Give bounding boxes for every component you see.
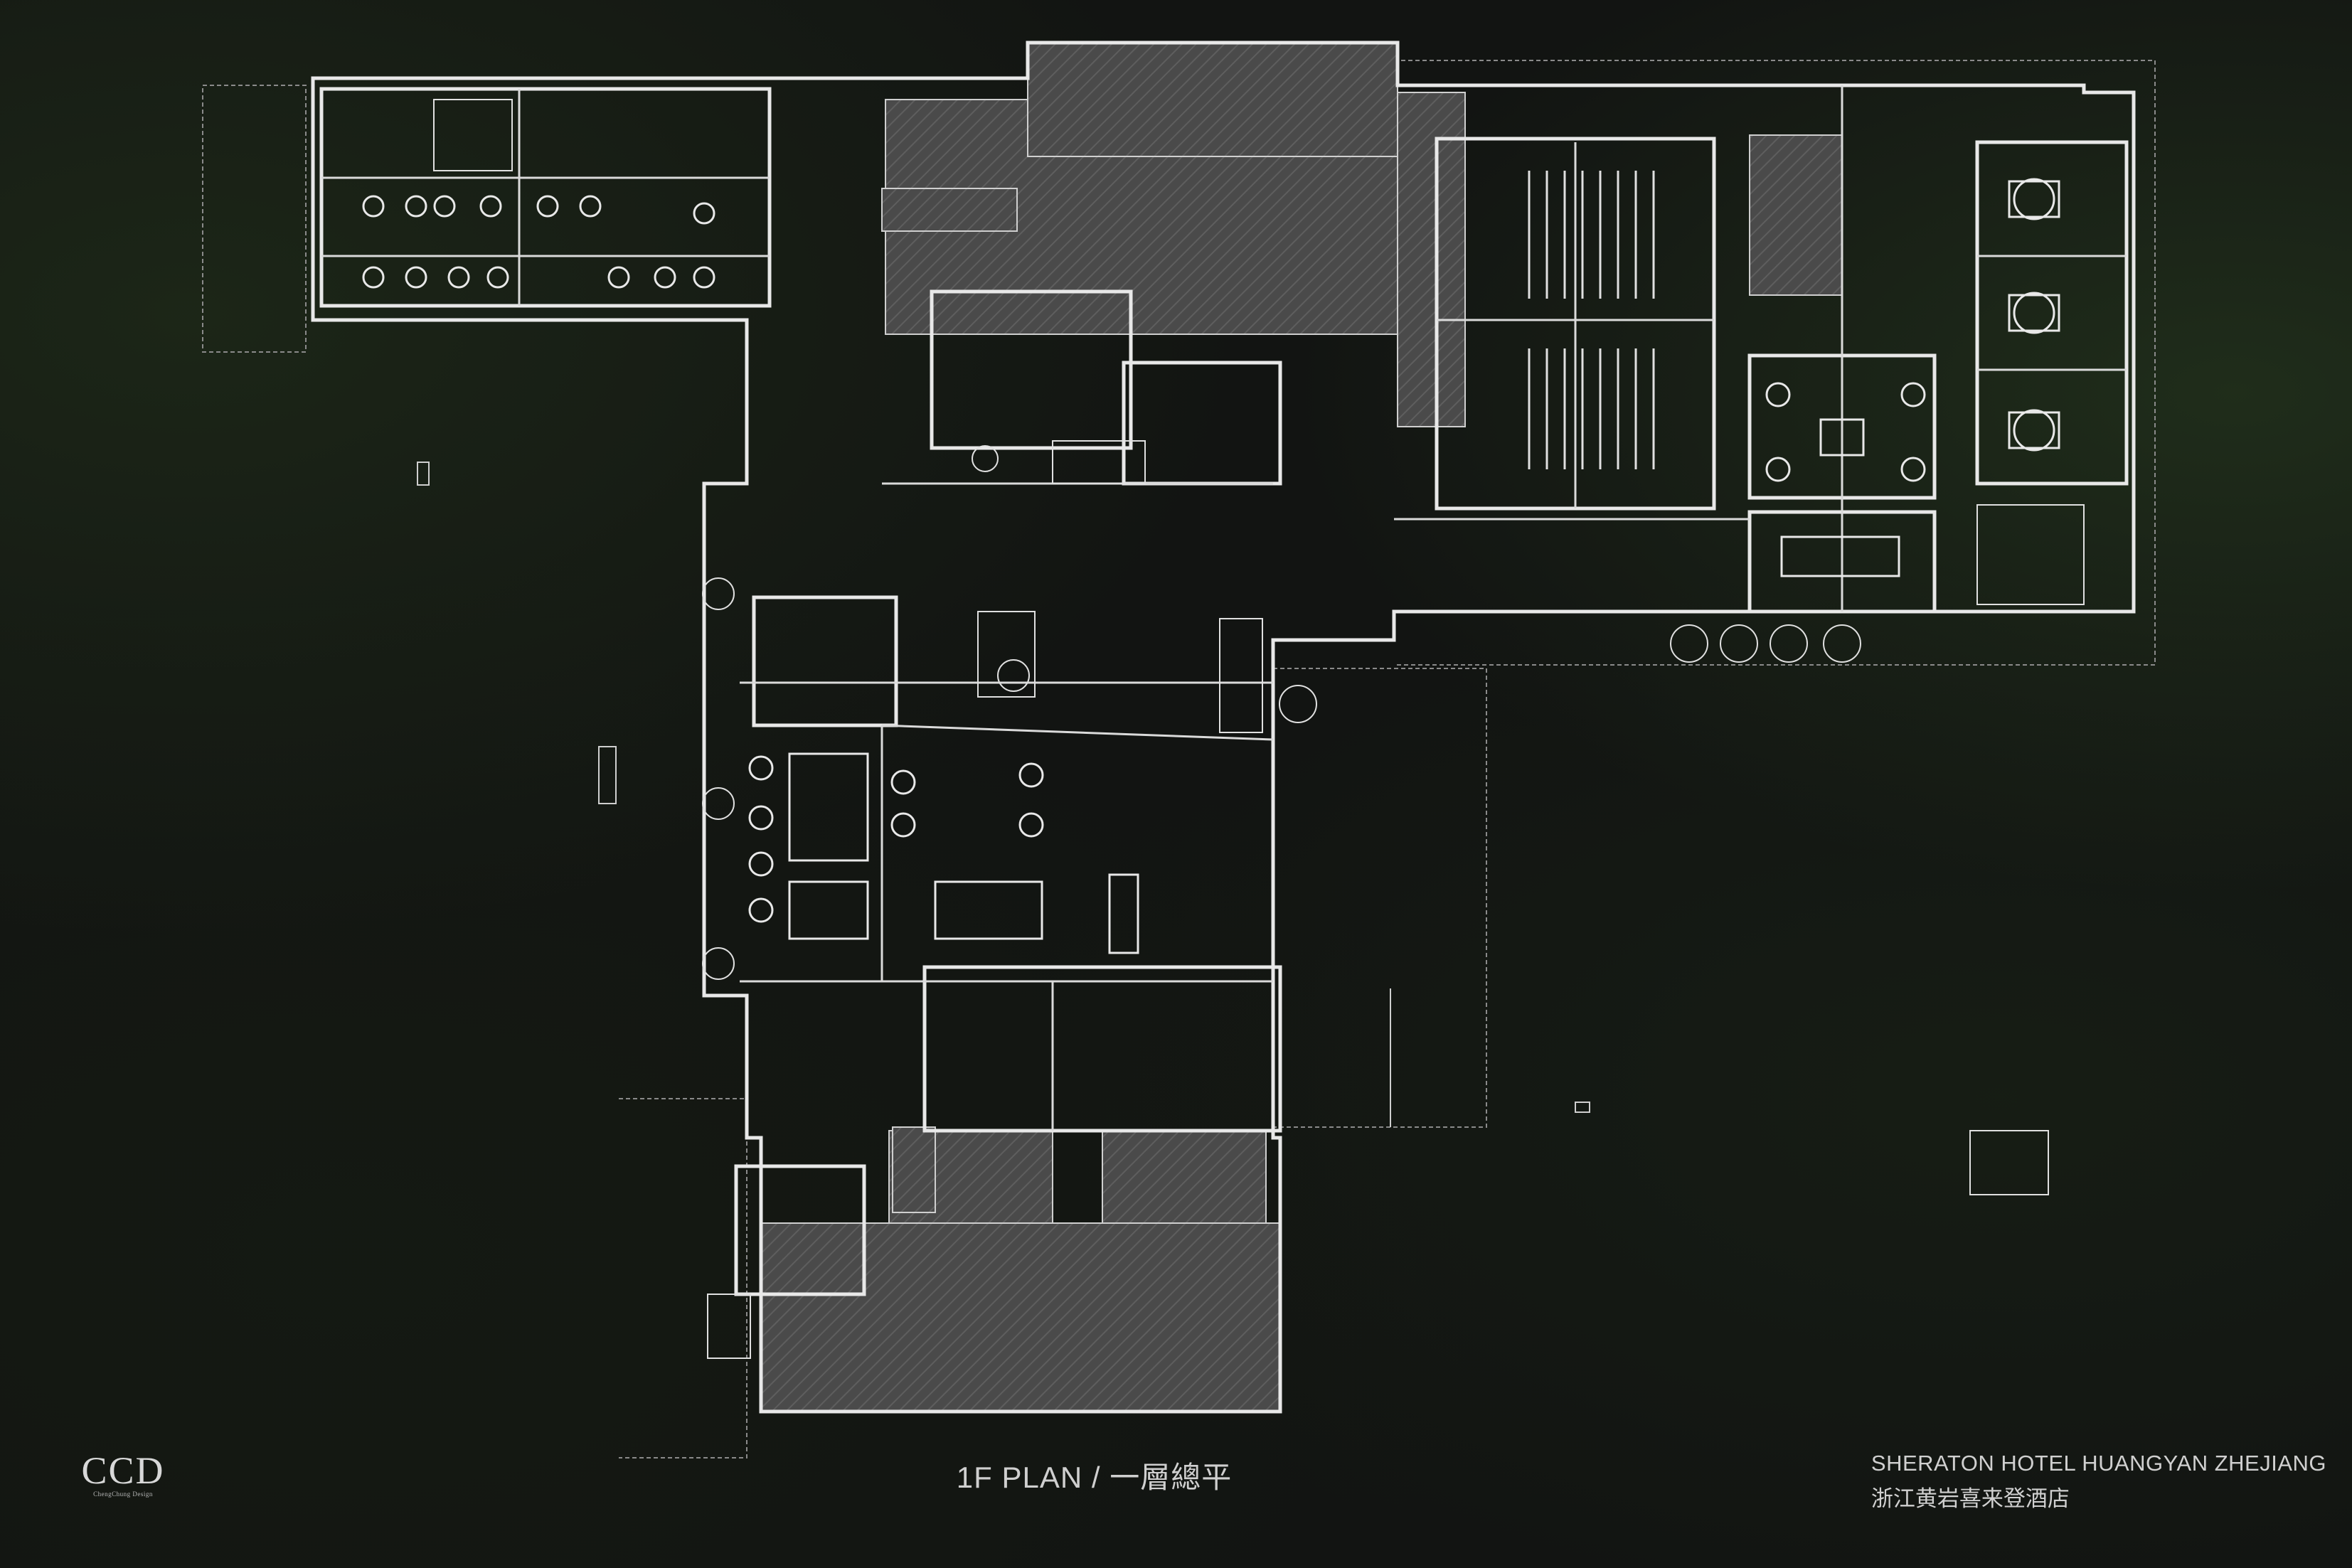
plan-title: 1F PLAN / 一層總平 bbox=[956, 1461, 1233, 1494]
logo-subtitle: ChengChung Design bbox=[93, 1490, 153, 1498]
site-markers bbox=[417, 462, 1590, 1127]
ccd-logo: CCD ChengChung Design bbox=[77, 1451, 169, 1498]
service-core-hatched bbox=[760, 42, 1843, 1412]
private-dining-tables bbox=[1780, 178, 2060, 577]
project-name-zh: 浙江黄岩喜来登酒店 bbox=[1871, 1486, 2070, 1511]
project-title-block: SHERATON HOTEL HUANGYAN ZHEJIANG 浙江黄岩喜来登… bbox=[1871, 1451, 2326, 1513]
logo-mark: CCD bbox=[81, 1449, 165, 1492]
auditorium-seating bbox=[1528, 171, 1655, 469]
landscape-trees bbox=[702, 445, 1861, 980]
stair-cores bbox=[433, 99, 2085, 1359]
project-name-en: SHERATON HOTEL HUANGYAN ZHEJIANG bbox=[1871, 1451, 2326, 1476]
site-boundary bbox=[202, 60, 2156, 1458]
interior-walls bbox=[321, 85, 2127, 1131]
restaurant-tables bbox=[362, 195, 1926, 954]
